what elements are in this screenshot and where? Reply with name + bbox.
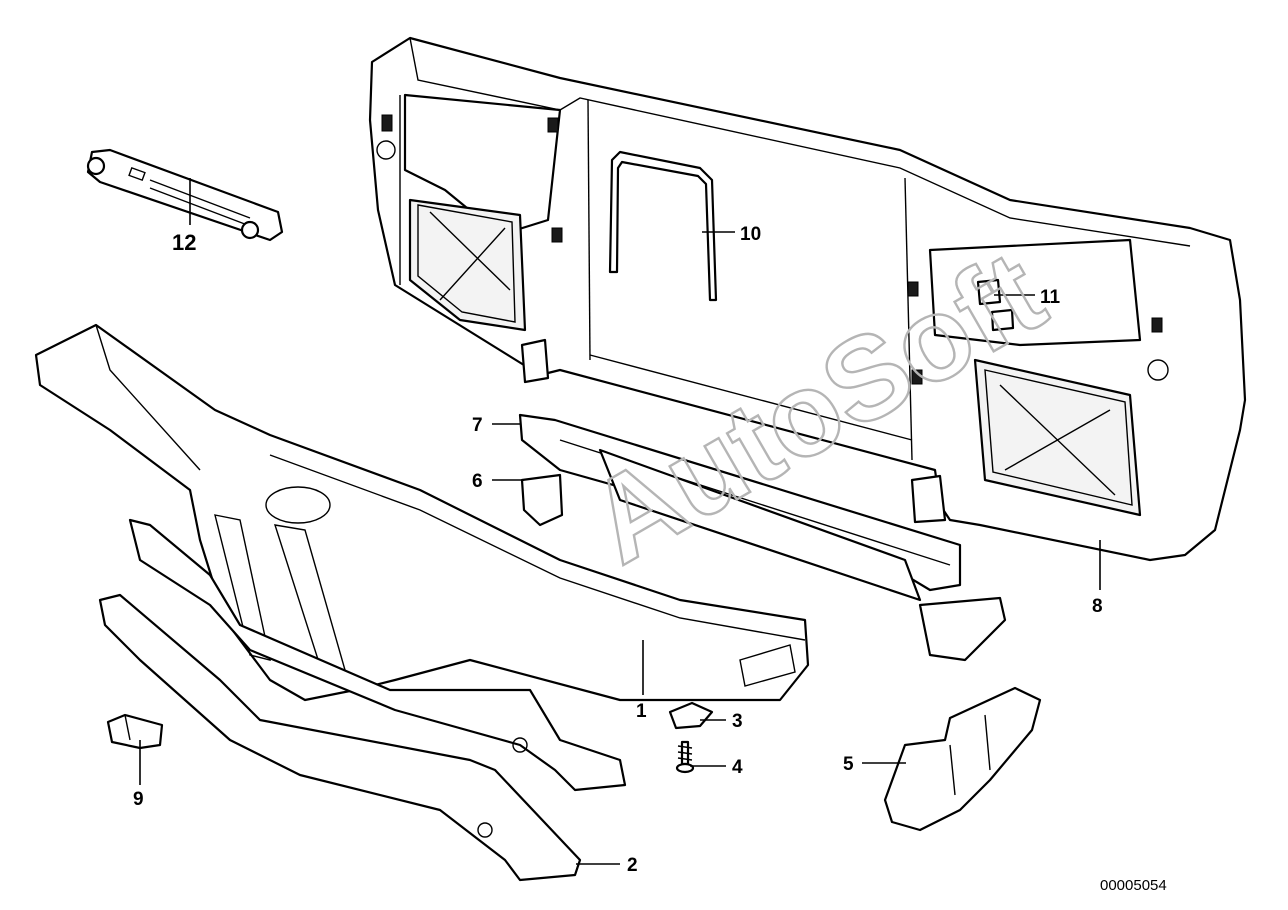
bracket-part-5 bbox=[883, 686, 1042, 832]
callout-1: 1 bbox=[636, 701, 647, 722]
lower-support-part-2 bbox=[98, 518, 627, 882]
cross-member-part-7 bbox=[518, 413, 1007, 662]
front-panel-part-8 bbox=[368, 36, 1247, 562]
bracket-part-12 bbox=[86, 148, 284, 242]
leader-lines bbox=[139, 178, 1101, 865]
clip-part-3 bbox=[668, 701, 714, 730]
seal-part-10 bbox=[608, 150, 718, 302]
callout-8: 8 bbox=[1092, 596, 1103, 617]
callout-12: 12 bbox=[172, 230, 196, 255]
callout-4: 4 bbox=[732, 757, 743, 778]
callout-2: 2 bbox=[627, 855, 638, 876]
clip-part-11 bbox=[976, 278, 1015, 332]
callout-9: 9 bbox=[133, 789, 144, 810]
callout-3: 3 bbox=[732, 711, 743, 732]
callout-labels: 10 11 12 7 6 8 1 3 4 5 9 2 bbox=[133, 224, 1103, 876]
document-number: 00005054 bbox=[1100, 877, 1167, 894]
screw-part-4 bbox=[675, 740, 695, 774]
callout-7: 7 bbox=[472, 415, 483, 436]
clip-part-9 bbox=[106, 713, 164, 750]
callout-5: 5 bbox=[843, 754, 854, 775]
bracket-part-6 bbox=[520, 473, 564, 527]
callout-6: 6 bbox=[472, 471, 483, 492]
callout-10: 10 bbox=[740, 224, 761, 245]
callout-11: 11 bbox=[1040, 287, 1061, 308]
